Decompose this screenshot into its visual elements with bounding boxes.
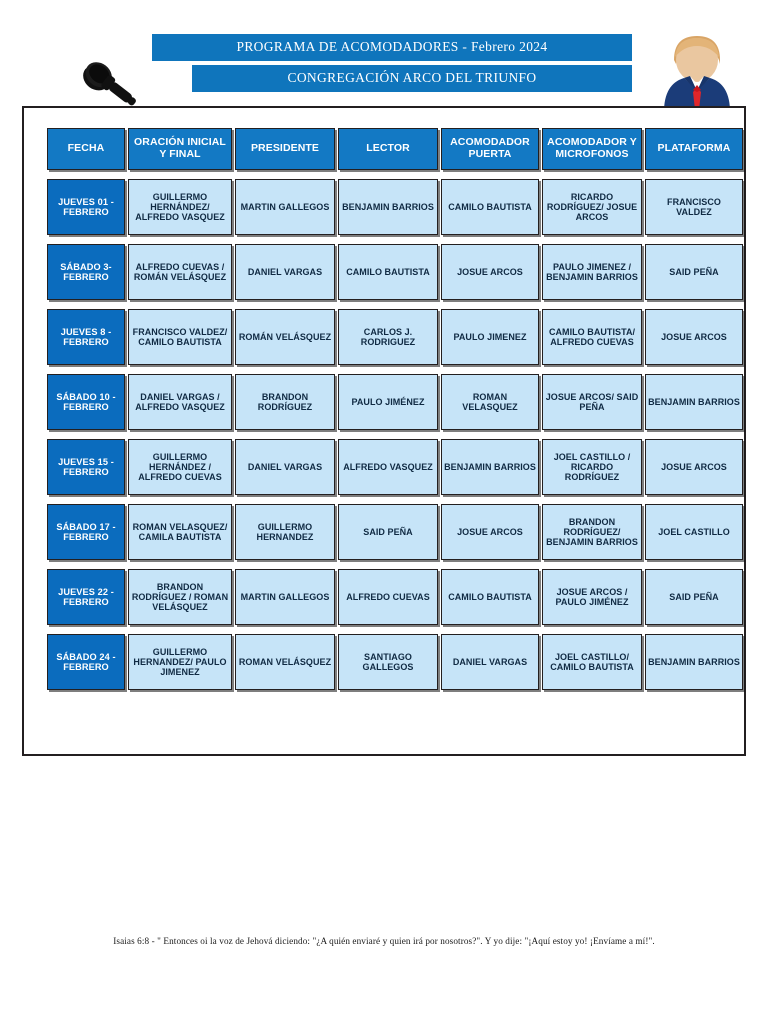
cell-fecha: SÁBADO 3- FEBRERO [47,244,125,300]
table-row: SÁBADO 24 - FEBRERO GUILLERMO HERNANDEZ/… [47,634,743,690]
cell-lector: PAULO JIMÉNEZ [338,374,438,430]
cell-plataforma: SAID PEÑA [645,569,743,625]
cell-acomodador-puerta: DANIEL VARGAS [441,634,539,690]
cell-plataforma: SAID PEÑA [645,244,743,300]
cell-lector: SAID PEÑA [338,504,438,560]
cell-acomodador-microfonos: CAMILO BAUTISTA/ ALFREDO CUEVAS [542,309,642,365]
cell-presidente: GUILLERMO HERNANDEZ [235,504,335,560]
table-row: JUEVES 22 - FEBRERO BRANDON RODRÍGUEZ / … [47,569,743,625]
cell-acomodador-puerta: PAULO JIMENEZ [441,309,539,365]
cell-oracion: ALFREDO CUEVAS / ROMÁN VELÁSQUEZ [128,244,232,300]
cell-plataforma: JOEL CASTILLO [645,504,743,560]
cell-plataforma: JOSUE ARCOS [645,439,743,495]
cell-oracion: GUILLERMO HERNÁNDEZ/ ALFREDO VASQUEZ [128,179,232,235]
cell-lector: CARLOS J. RODRIGUEZ [338,309,438,365]
cell-plataforma: BENJAMIN BARRIOS [645,634,743,690]
cell-lector: ALFREDO CUEVAS [338,569,438,625]
cell-fecha: JUEVES 15 - FEBRERO [47,439,125,495]
title-banner-group: PROGRAMA DE ACOMODADORES - Febrero 2024 … [152,34,632,92]
cell-acomodador-puerta: JOSUE ARCOS [441,504,539,560]
table-header-row: FECHA ORACIÓN INICIAL Y FINAL PRESIDENTE… [47,128,743,170]
column-header-lector: LECTOR [338,128,438,170]
cell-presidente: DANIEL VARGAS [235,244,335,300]
cell-acomodador-puerta: CAMILO BAUTISTA [441,179,539,235]
column-header-plataforma: PLATAFORMA [645,128,743,170]
cell-plataforma: JOSUE ARCOS [645,309,743,365]
column-header-acomodador-puerta: ACOMODADOR PUERTA [441,128,539,170]
cell-lector: ALFREDO VASQUEZ [338,439,438,495]
cell-oracion: BRANDON RODRÍGUEZ / ROMAN VELÁSQUEZ [128,569,232,625]
cell-fecha: JUEVES 01 - FEBRERO [47,179,125,235]
table-row: JUEVES 15 - FEBRERO GUILLERMO HERNÁNDEZ … [47,439,743,495]
cell-oracion: FRANCISCO VALDEZ/ CAMILO BAUTISTA [128,309,232,365]
cell-presidente: DANIEL VARGAS [235,439,335,495]
table-row: JUEVES 8 - FEBRERO FRANCISCO VALDEZ/ CAM… [47,309,743,365]
table-row: JUEVES 01 - FEBRERO GUILLERMO HERNÁNDEZ/… [47,179,743,235]
page-header: PROGRAMA DE ACOMODADORES - Febrero 2024 … [0,26,768,112]
cell-plataforma: BENJAMIN BARRIOS [645,374,743,430]
column-header-acomodador-y-microfonos: ACOMODADOR Y MICROFONOS [542,128,642,170]
table-row: SÁBADO 3- FEBRERO ALFREDO CUEVAS / ROMÁN… [47,244,743,300]
cell-acomodador-microfonos: BRANDON RODRÍGUEZ/ BENJAMIN BARRIOS [542,504,642,560]
cell-fecha: SÁBADO 17 - FEBRERO [47,504,125,560]
cell-oracion: GUILLERMO HERNÁNDEZ / ALFREDO CUEVAS [128,439,232,495]
column-header-fecha: FECHA [47,128,125,170]
cell-oracion: ROMAN VELASQUEZ/ CAMILA BAUTISTA [128,504,232,560]
cell-lector: CAMILO BAUTISTA [338,244,438,300]
businessman-avatar-icon [660,30,734,112]
cell-presidente: ROMAN VELÁSQUEZ [235,634,335,690]
congregation-title-banner: CONGREGACIÓN ARCO DEL TRIUNFO [192,65,632,92]
cell-acomodador-puerta: ROMAN VELASQUEZ [441,374,539,430]
cell-presidente: ROMÁN VELÁSQUEZ [235,309,335,365]
cell-oracion: DANIEL VARGAS / ALFREDO VASQUEZ [128,374,232,430]
cell-acomodador-microfonos: PAULO JIMENEZ / BENJAMIN BARRIOS [542,244,642,300]
column-header-presidente: PRESIDENTE [235,128,335,170]
table-row: SÁBADO 17 - FEBRERO ROMAN VELASQUEZ/ CAM… [47,504,743,560]
scripture-footer: Isaias 6:8 - " Entonces oi la voz de Jeh… [113,936,655,946]
cell-acomodador-puerta: JOSUE ARCOS [441,244,539,300]
cell-presidente: MARTIN GALLEGOS [235,179,335,235]
cell-oracion: GUILLERMO HERNANDEZ/ PAULO JIMENEZ [128,634,232,690]
cell-plataforma: FRANCISCO VALDEZ [645,179,743,235]
program-title-banner: PROGRAMA DE ACOMODADORES - Febrero 2024 [152,34,632,61]
cell-fecha: SÁBADO 24 - FEBRERO [47,634,125,690]
cell-presidente: BRANDON RODRÍGUEZ [235,374,335,430]
cell-fecha: JUEVES 8 - FEBRERO [47,309,125,365]
cell-acomodador-microfonos: JOEL CASTILLO / RICARDO RODRÍGUEZ [542,439,642,495]
cell-acomodador-microfonos: JOEL CASTILLO/ CAMILO BAUTISTA [542,634,642,690]
table-row: SÁBADO 10 - FEBRERO DANIEL VARGAS / ALFR… [47,374,743,430]
assignment-schedule-table: FECHA ORACIÓN INICIAL Y FINAL PRESIDENTE… [44,119,746,699]
column-header-oracion-inicial-y-final: ORACIÓN INICIAL Y FINAL [128,128,232,170]
microphone-icon [60,60,144,120]
cell-fecha: JUEVES 22 - FEBRERO [47,569,125,625]
cell-presidente: MARTIN GALLEGOS [235,569,335,625]
schedule-table-frame: FECHA ORACIÓN INICIAL Y FINAL PRESIDENTE… [22,106,746,756]
cell-acomodador-microfonos: JOSUE ARCOS/ SAID PEÑA [542,374,642,430]
cell-lector: SANTIAGO GALLEGOS [338,634,438,690]
cell-acomodador-puerta: BENJAMIN BARRIOS [441,439,539,495]
cell-acomodador-puerta: CAMILO BAUTISTA [441,569,539,625]
cell-acomodador-microfonos: JOSUE ARCOS / PAULO JIMÉNEZ [542,569,642,625]
cell-fecha: SÁBADO 10 - FEBRERO [47,374,125,430]
cell-acomodador-microfonos: RICARDO RODRÍGUEZ/ JOSUE ARCOS [542,179,642,235]
cell-lector: BENJAMIN BARRIOS [338,179,438,235]
